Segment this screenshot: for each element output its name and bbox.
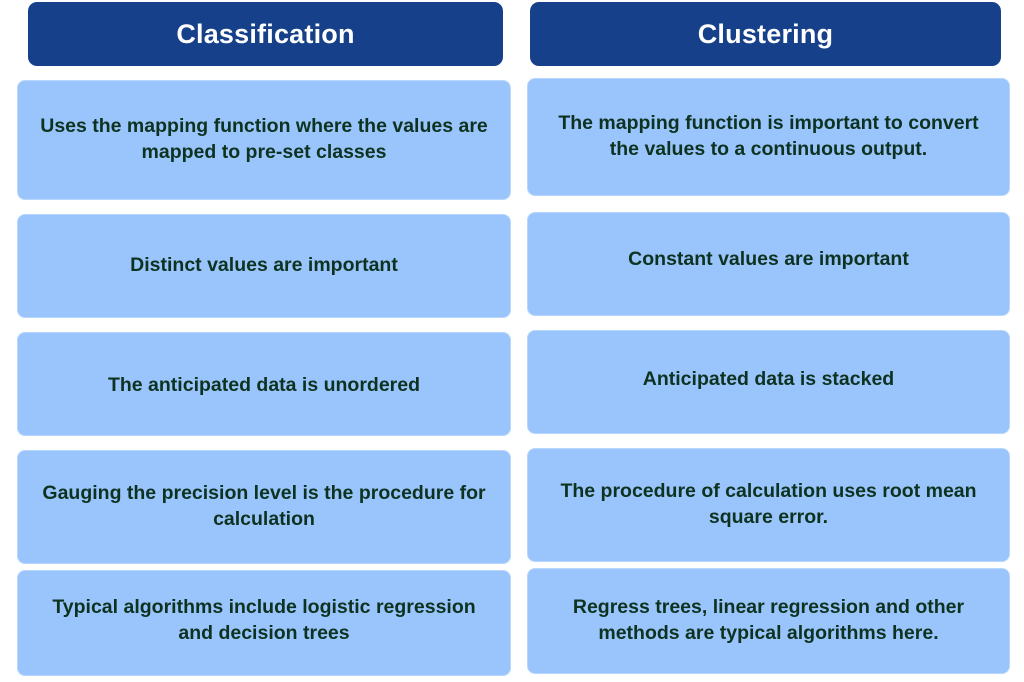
cell-text: Constant values are important <box>628 248 909 271</box>
cell-text: The mapping function is important to con… <box>558 112 979 160</box>
table-cell: The anticipated data is unordered <box>17 332 511 436</box>
cell-text: Distinct values are important <box>130 254 398 277</box>
table-cell: Constant values are important <box>527 212 1010 316</box>
table-cell: Anticipated data is stacked <box>527 330 1010 434</box>
cell-text: Regress trees, linear regression and oth… <box>572 596 965 644</box>
column-clustering: Clustering The mapping function is impor… <box>527 0 1011 682</box>
table-cell: Distinct values are important <box>17 214 511 318</box>
table-cell: The procedure of calculation uses root m… <box>527 448 1010 562</box>
column-header-label: Classification <box>176 18 355 49</box>
cell-text: Uses the mapping function where the valu… <box>40 115 488 163</box>
column-header-classification: Classification <box>28 2 503 66</box>
table-cell: Regress trees, linear regression and oth… <box>527 568 1010 674</box>
table-cell: Gauging the precision level is the proce… <box>17 450 511 564</box>
table-cell: The mapping function is important to con… <box>527 78 1010 196</box>
cell-text: Anticipated data is stacked <box>642 368 895 391</box>
cell-text: The procedure of calculation uses root m… <box>560 480 977 528</box>
cell-text: Gauging the precision level is the proce… <box>42 482 486 530</box>
column-classification: Classification Uses the mapping function… <box>17 0 511 682</box>
column-header-label: Clustering <box>697 18 834 49</box>
table-cell: Uses the mapping function where the valu… <box>17 80 511 200</box>
column-header-clustering: Clustering <box>530 2 1001 66</box>
cell-text: The anticipated data is unordered <box>107 374 421 397</box>
table-cell: Typical algorithms include logistic regr… <box>17 570 511 676</box>
cell-text: Typical algorithms include logistic regr… <box>52 596 476 644</box>
